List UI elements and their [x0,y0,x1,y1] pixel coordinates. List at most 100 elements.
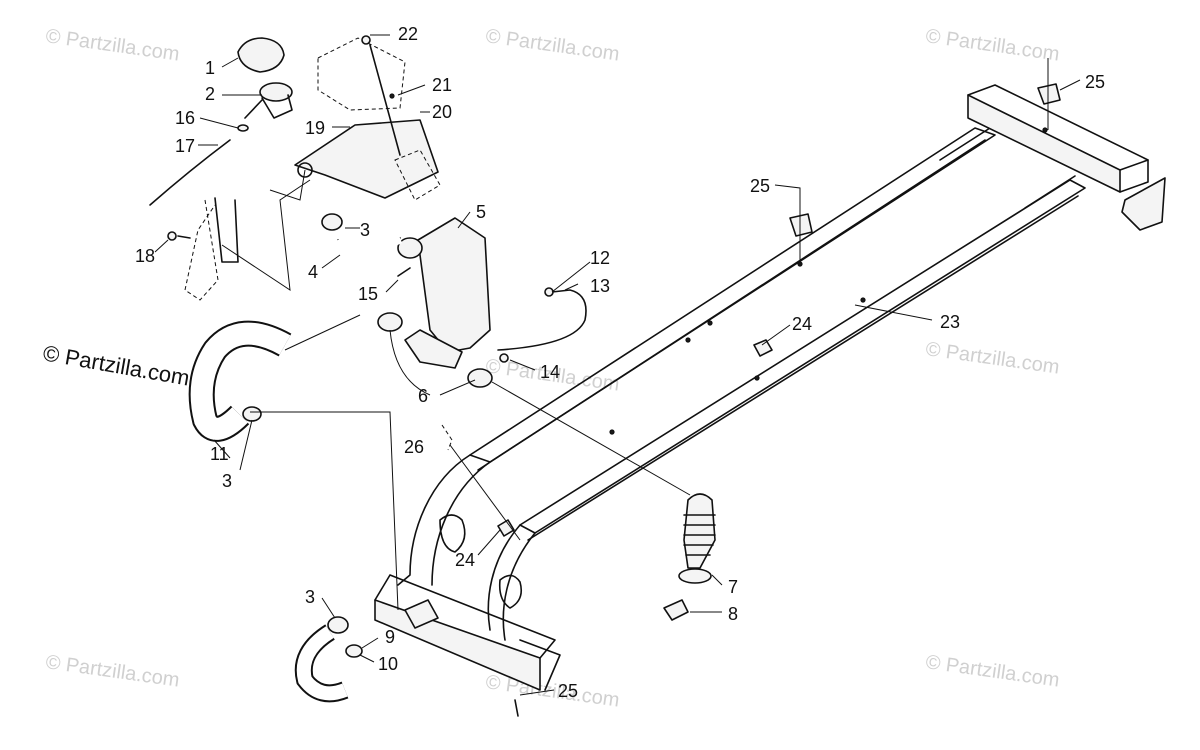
callout-22: 22 [398,24,418,44]
upper-rail-rib [939,127,991,161]
hidden-module [317,37,406,111]
upper-rail-bend [397,454,471,586]
coolant-tank [417,217,491,353]
hose-plug [663,599,689,621]
callout-24: 24 [792,314,812,334]
rear-crossmember-end [1119,159,1149,193]
hose-clamp [377,312,403,332]
leader [551,261,591,293]
callout-24: 24 [455,550,475,570]
leader [1059,79,1081,91]
callout-25: 25 [1085,72,1105,92]
leader [250,411,399,611]
upper-rail [469,127,996,463]
hose-clamp [397,237,423,259]
leader [761,324,791,346]
leader [284,314,361,351]
leader [457,211,471,229]
leader [564,283,579,291]
rail-cutout [498,574,523,609]
callout-26: 26 [404,437,424,457]
mount-hole [685,337,691,343]
callout-2: 2 [205,84,215,104]
hose-clamp [467,368,493,388]
callout-3: 3 [360,220,370,240]
corrugated-hose [683,493,716,569]
front-plate-top [374,574,556,659]
leader-lines [154,34,1081,696]
callout-17: 17 [175,136,195,156]
hose-collar [678,568,712,584]
leader [239,419,253,471]
mount-hole [754,375,760,381]
leader-path [221,179,311,292]
mount-hole [707,320,713,326]
hidden-part [394,149,441,201]
watermark: © Partzilla.com [484,671,621,712]
hidden-bracket [184,199,219,301]
watermark-prominent: © Partzilla.com [41,340,191,390]
callout-3: 3 [305,587,315,607]
callout-5: 5 [476,202,486,222]
callout-labels: 1 2 3 3 3 4 5 6 7 8 9 10 11 12 13 14 15 … [135,24,1105,701]
callout-3: 3 [222,471,232,491]
lower-rail-edge [527,195,1079,541]
tank-bracket-plate [294,119,439,199]
line-fitting [544,287,554,297]
bracket-hole [297,162,313,178]
clip-nut [497,519,515,537]
callout-19: 19 [305,118,325,138]
callout-4: 4 [308,262,318,282]
lower-hose-fill [296,626,348,701]
leader [449,444,521,541]
hose-clamp [242,406,262,422]
hose-clamp [321,213,343,231]
leader [269,169,306,201]
bolt-shank [177,235,191,239]
screw [397,267,411,277]
leader [509,359,536,371]
callout-11: 11 [210,444,229,464]
callout-14: 14 [540,362,560,382]
leader [491,381,691,496]
filler-neck-spout [244,99,263,119]
callout-7: 7 [728,577,738,597]
leader [519,689,555,696]
front-bottom-plate [374,599,541,691]
leader [321,254,341,269]
elbow-fitting [404,599,439,629]
watermark: © Partzilla.com [44,25,181,66]
leader [199,117,239,129]
lower-rail-bend [487,524,521,631]
small-clamp [237,124,249,132]
mount-hole [1042,127,1048,133]
nut [361,35,371,45]
callout-18: 18 [135,246,155,266]
lower-rail-rib [1024,175,1076,209]
leader [389,329,431,396]
leader [221,57,239,68]
short-hose-fill [332,232,403,262]
callout-21: 21 [432,75,452,95]
lower-rail-bend-inner [502,532,536,641]
watermark: © Partzilla.com [924,651,1061,692]
leader [154,239,169,253]
leader [439,379,476,396]
filler-neck [259,82,293,102]
bolt [167,231,177,241]
fill-cap [237,37,285,73]
callout-15: 15 [358,284,378,304]
mount-hole [860,297,866,303]
watermark: © Partzilla.com [924,25,1061,66]
callout-25: 25 [558,681,578,701]
tank-outlet [404,329,463,369]
watermark: © Partzilla.com [924,338,1061,379]
watermark: © Partzilla.com [484,25,621,66]
mount-hole [609,429,615,435]
leader [385,279,399,293]
front-plate-serrated [519,639,561,691]
callout-13: 13 [590,276,610,296]
long-bolt [369,44,401,156]
leader [854,304,933,321]
overflow-hose [149,139,231,206]
